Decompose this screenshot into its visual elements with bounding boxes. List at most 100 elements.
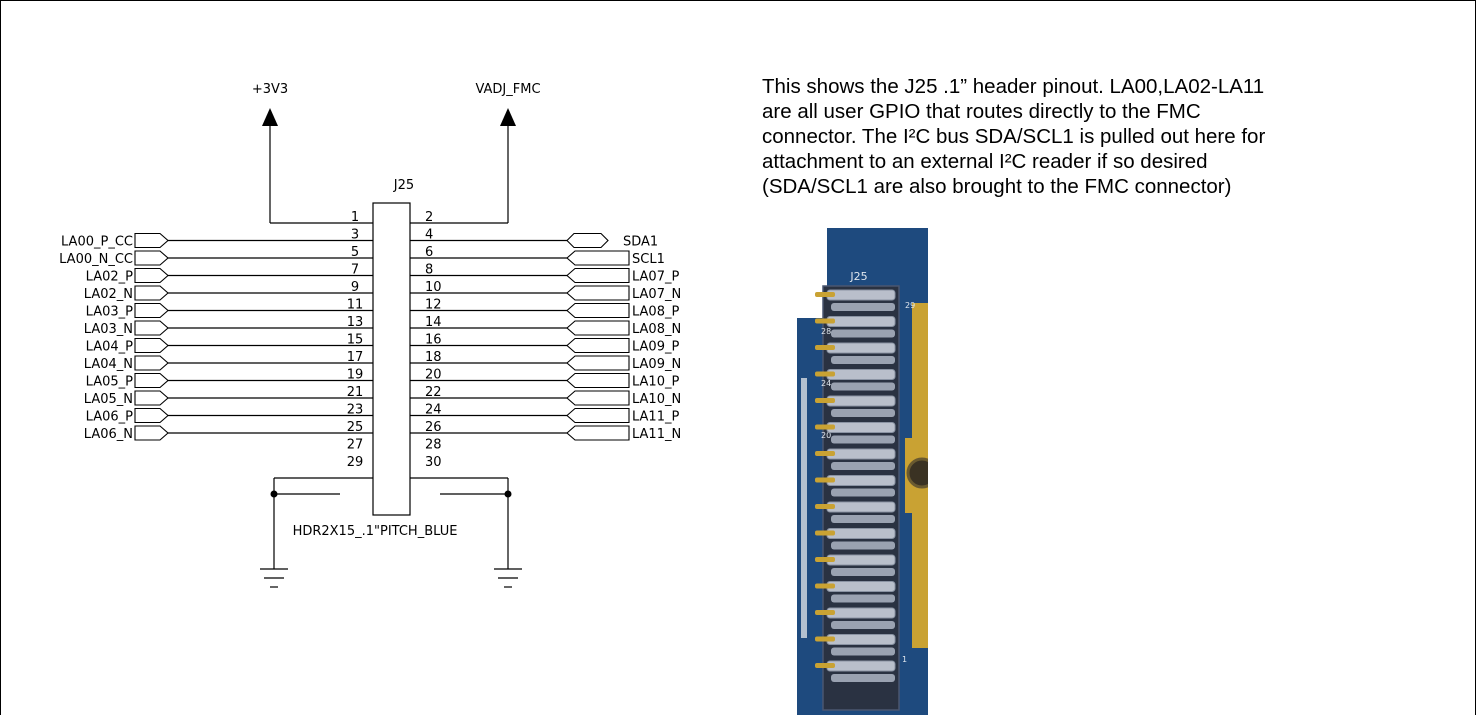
- pin-number: 1: [351, 210, 359, 225]
- pin-number: 21: [347, 385, 364, 400]
- net-label-right: LA09_P: [632, 340, 679, 355]
- header-pin-tip: [815, 292, 835, 297]
- power-label-3v3: +3V3: [252, 82, 288, 97]
- net-label-left: LA06_P: [86, 410, 133, 425]
- header-pin: [826, 528, 896, 539]
- pin-number: 26: [425, 420, 442, 435]
- j25-header-photo: J25 29 28 24 20 1: [797, 228, 928, 715]
- net-flag-left: [134, 232, 169, 249]
- header-pin: [826, 634, 896, 645]
- net-label-right: LA10_P: [632, 375, 679, 390]
- header-pin: [826, 660, 896, 672]
- net-flags: LA00_P_CCLA00_N_CCLA02_PLA02_NLA03_PLA03…: [59, 232, 681, 442]
- pin-number: 25: [347, 420, 364, 435]
- net-flag-right: [566, 425, 630, 441]
- net-label-left: LA03_N: [84, 322, 133, 337]
- net-flag-left: [134, 267, 169, 284]
- net-flag-right: [566, 250, 630, 266]
- net-label-left: LA03_P: [86, 305, 133, 320]
- description-line: connector. The I²C bus SDA/SCL1 is pulle…: [762, 125, 1266, 148]
- header-pin: [826, 501, 896, 513]
- net-label-left: LA00_N_CC: [59, 252, 133, 267]
- ground-icon: [494, 568, 522, 588]
- net-label-left: LA05_N: [84, 392, 133, 407]
- silkscreen-refdes: J25: [849, 270, 867, 283]
- pin-number: 12: [425, 298, 442, 313]
- header-pin-tip: [815, 557, 835, 562]
- header-pin: [826, 342, 896, 354]
- pin-number: 9: [351, 280, 359, 295]
- net-label-right: SCL1: [632, 252, 665, 267]
- net-label-left: LA02_N: [84, 287, 133, 302]
- silkscreen-pin-number: 28: [821, 327, 831, 336]
- net-label-right: LA11_P: [632, 410, 679, 425]
- header-pin-tip: [815, 636, 835, 642]
- header-pin: [826, 475, 896, 486]
- net-flag-left: [134, 407, 169, 424]
- header-pin: [831, 409, 895, 417]
- header-pin: [831, 541, 895, 550]
- header-pin: [826, 448, 896, 460]
- net-flag-left: [134, 337, 169, 354]
- header-pin: [831, 356, 895, 364]
- connector-refdes: J25: [393, 178, 414, 193]
- header-pin: [831, 568, 895, 576]
- pin-number: 3: [351, 228, 359, 243]
- net-flag-right: [566, 285, 630, 301]
- description-line: This shows the J25 .1” header pinout. LA…: [762, 75, 1265, 98]
- header-pin-tip: [815, 451, 835, 456]
- silkscreen-pin-number: 29: [905, 301, 915, 310]
- ground-left: [260, 477, 373, 588]
- net-flag-left: [134, 320, 169, 336]
- header-pin: [826, 316, 896, 327]
- net-flag-right: [566, 232, 609, 249]
- net-label-right: LA08_P: [632, 305, 679, 320]
- net-flag-left: [134, 250, 169, 266]
- net-label-left: LA00_P_CC: [61, 235, 133, 250]
- header-pin-tip: [815, 583, 835, 589]
- pin-number: 23: [347, 403, 364, 418]
- header-pin-tip: [815, 530, 835, 536]
- net-label-right: LA09_N: [632, 357, 681, 372]
- pin-number: 8: [425, 263, 433, 278]
- silkscreen-pin-number: 24: [821, 379, 831, 388]
- header-pin: [826, 554, 896, 566]
- net-flag-right: [566, 302, 630, 319]
- net-label-right: LA07_P: [632, 270, 679, 285]
- net-flag-right: [566, 355, 630, 371]
- net-label-right: LA08_N: [632, 322, 681, 337]
- net-flag-right: [566, 372, 630, 389]
- description-text: This shows the J25 .1” header pinout. LA…: [762, 74, 1462, 199]
- j25-schematic: +3V3 VADJ_FMC J25 HDR2X15_.1"PITCH_BLUE …: [59, 82, 681, 588]
- pin-number: 24: [425, 403, 442, 418]
- header-pin: [831, 594, 895, 603]
- pin-number: 6: [425, 245, 433, 260]
- pin-number: 30: [425, 455, 442, 470]
- net-flag-right: [566, 337, 630, 354]
- header-pin: [826, 607, 896, 619]
- pin-number: 5: [351, 245, 359, 260]
- header-pin-tip: [815, 345, 835, 350]
- pin-number: 2: [425, 210, 433, 225]
- header-pin: [831, 647, 895, 656]
- header-pin-tip: [815, 477, 835, 483]
- ground-right: [410, 477, 522, 588]
- header-pin-tip: [815, 398, 835, 403]
- pin-number: 22: [425, 385, 442, 400]
- description-line: (SDA/SCL1 are also brought to the FMC co…: [762, 175, 1232, 198]
- header-pin-tip: [815, 504, 835, 509]
- header-pin-tip: [815, 663, 835, 668]
- header-pin: [831, 621, 895, 629]
- net-flag-right: [566, 267, 630, 284]
- net-label-right: LA11_N: [632, 427, 681, 442]
- header-pin: [826, 369, 896, 380]
- description-line: are all user GPIO that routes directly t…: [762, 100, 1201, 123]
- net-flag-left: [134, 390, 169, 406]
- pin-number: 19: [347, 368, 364, 383]
- header-pin: [831, 515, 895, 523]
- net-label-left: LA04_P: [86, 340, 133, 355]
- header-pin: [831, 329, 895, 338]
- net-flag-right: [566, 320, 630, 336]
- pin-number: 20: [425, 368, 442, 383]
